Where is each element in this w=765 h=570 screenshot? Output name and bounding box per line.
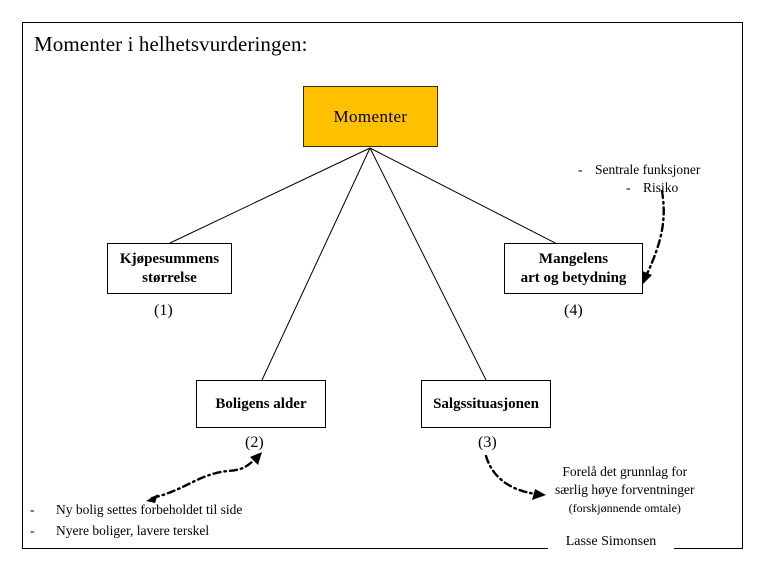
annotation-boligens-text-2: Nyere boliger, lavere terskel xyxy=(56,523,210,538)
footer-signature: Lasse Simonsen xyxy=(548,532,674,552)
node-momenter-label: Momenter xyxy=(333,107,408,126)
slide-frame-border xyxy=(22,22,743,549)
node-salgssituasjonen-label: Salgssituasjonen xyxy=(433,395,539,412)
bullet-dash-icon: - xyxy=(30,502,35,517)
annotation-mangelens: -Sentrale funksjoner -Risiko xyxy=(578,161,700,197)
node-salgssituasjonen[interactable]: Salgssituasjonen xyxy=(421,380,551,428)
bullet-dash-icon: - xyxy=(626,180,631,195)
node-boligens-label: Boligens alder xyxy=(215,395,307,412)
annotation-salgssituasjonen-line-1: Forelå det grunnlag for xyxy=(562,464,688,479)
node-momenter[interactable]: Momenter xyxy=(303,86,438,147)
annotation-mangelens-row-1: -Sentrale funksjoner xyxy=(578,161,700,179)
arrowhead-3-to-note xyxy=(532,489,546,500)
node-tag-3: (3) xyxy=(478,434,497,451)
node-tag-1: (1) xyxy=(154,302,173,319)
annotation-mangelens-row-2: -Risiko xyxy=(578,179,700,197)
connector-root-to-2 xyxy=(261,147,371,381)
node-tag-2: (2) xyxy=(245,434,264,451)
node-mangelens-label: Mangelens art og betydning xyxy=(520,250,627,286)
dashed-arrow-3-to-note xyxy=(484,454,538,496)
connector-root-to-1 xyxy=(169,147,371,244)
annotation-boligens-alder: - Ny bolig settes forbeholdet til side - N… xyxy=(30,499,242,541)
annotation-boligens-text-1: Ny bolig settes forbeholdet til side xyxy=(56,502,243,517)
annotation-salgssituasjonen: Forelå det grunnlag for særlig høye forv… xyxy=(555,463,694,517)
annotation-salgssituasjonen-line-3: (forskjønnende omtale) xyxy=(568,501,681,515)
annotation-boligens-row-1: - Ny bolig settes forbeholdet til side xyxy=(30,499,242,520)
node-boligens-alder[interactable]: Boligens alder xyxy=(196,380,326,428)
annotation-mangelens-text-2: Risiko xyxy=(643,180,679,195)
annotation-mangelens-text-1: Sentrale funksjoner xyxy=(595,162,701,177)
page-title: Momenter i helhetsvurderingen: xyxy=(34,32,308,56)
annotation-salgssituasjonen-line-2: særlig høye forventninger xyxy=(555,482,695,497)
connector-root-to-3 xyxy=(369,147,487,381)
dashed-arrow-note-to-2 xyxy=(150,456,258,500)
arrowhead-note-to-2-tail xyxy=(146,494,158,503)
annotation-boligens-row-2: - Nyere boliger, lavere terskel xyxy=(30,520,242,541)
node-tag-4: (4) xyxy=(564,302,583,319)
arrowhead-note-to-2 xyxy=(250,452,262,465)
dashed-arrow-risiko-to-mangelens xyxy=(644,189,665,278)
arrowhead-risiko xyxy=(640,270,652,284)
node-kjopesummens-storrelse[interactable]: Kjøpesummens størrelse xyxy=(107,243,232,294)
bullet-dash-icon: - xyxy=(578,162,583,177)
bullet-dash-icon: - xyxy=(30,523,35,538)
node-mangelens-art-og-betydning[interactable]: Mangelens art og betydning xyxy=(504,243,643,294)
node-kjopesummens-label: Kjøpesummens størrelse xyxy=(119,250,220,286)
